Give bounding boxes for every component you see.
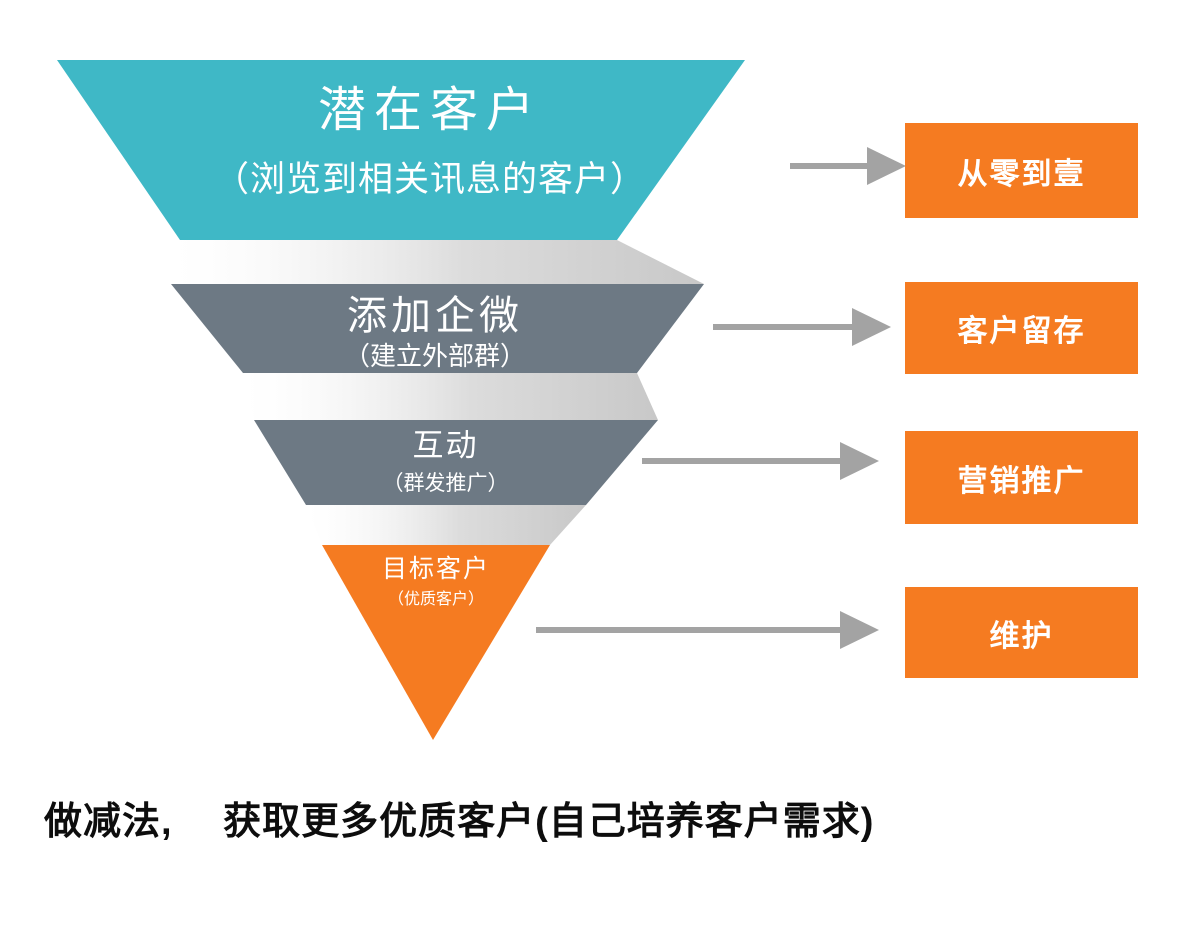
tier-4-subtitle: （优质客户） xyxy=(387,591,484,609)
arrow-4-head-icon xyxy=(840,611,879,649)
tier-3-title: 互动 xyxy=(412,428,479,463)
funnel-shadow-2 xyxy=(243,373,658,420)
tier-2-title: 添加企微 xyxy=(347,293,523,338)
bottom-caption: 做减法, 获取更多优质客户(自己培养客户需求) xyxy=(44,801,875,843)
funnel-shadow-3 xyxy=(306,505,586,545)
stage-box-1: 从零到壹 xyxy=(905,123,1138,218)
funnel-tier-3-shape xyxy=(254,420,658,505)
funnel-tier-4: 目标客户 （优质客户） xyxy=(323,556,549,609)
funnel-tier-1: 潜在客户 （浏览到相关讯息的客户） xyxy=(95,84,765,200)
stage-box-1-label: 从零到壹 xyxy=(957,157,1086,191)
stage-box-2: 客户留存 xyxy=(905,282,1138,374)
funnel-tier-2-shape xyxy=(171,284,704,373)
stage-box-4-label: 维护 xyxy=(989,619,1054,653)
arrow-3-head-icon xyxy=(840,442,879,480)
funnel-shadow-1 xyxy=(171,240,704,284)
arrow-1-head-icon xyxy=(867,147,906,185)
stage-box-4: 维护 xyxy=(905,587,1138,678)
funnel-tier-1-shape xyxy=(57,60,745,240)
stage-box-3: 营销推广 xyxy=(905,431,1138,524)
tier-3-subtitle: （群发推广） xyxy=(382,470,509,495)
tier-2-subtitle: （建立外部群） xyxy=(343,342,526,371)
funnel-tier-4-shape xyxy=(322,545,550,740)
stage-box-3-label: 营销推广 xyxy=(957,464,1086,498)
arrow-2-head-icon xyxy=(852,308,891,346)
tier-1-title: 潜在客户 xyxy=(317,84,542,137)
funnel-tier-2: 添加企微 （建立外部群） xyxy=(175,293,695,371)
tier-1-subtitle: （浏览到相关讯息的客户） xyxy=(213,160,646,200)
stage-box-2-label: 客户留存 xyxy=(957,315,1086,348)
funnel-tier-3: 互动 （群发推广） xyxy=(258,428,633,495)
tier-4-title: 目标客户 xyxy=(381,556,490,583)
